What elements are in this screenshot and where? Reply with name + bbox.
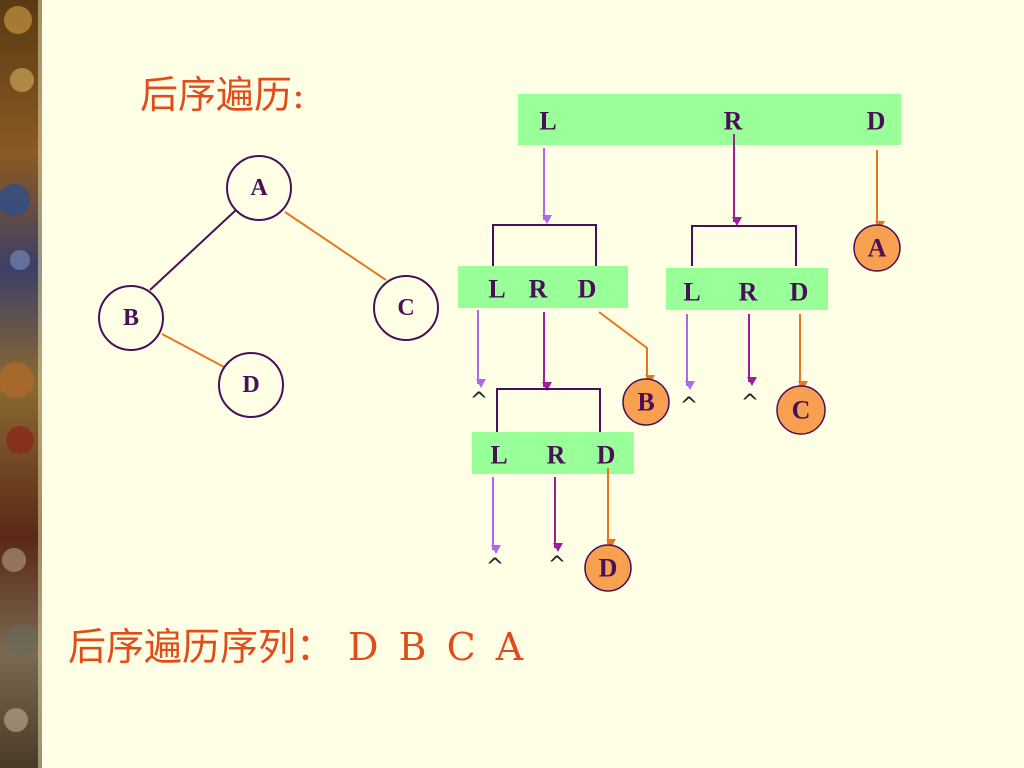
- box-d-r-label: R: [547, 441, 566, 470]
- tree-node-b: B: [98, 285, 164, 351]
- visited-a-label: A: [868, 234, 887, 263]
- slide-title: 后序遍历:: [140, 73, 305, 117]
- visited-b-label: B: [637, 388, 654, 417]
- null-d-left: ^: [486, 555, 504, 580]
- tree-node-c-label: C: [397, 295, 414, 321]
- edge-a-c: [284, 211, 387, 281]
- bracket-c: [691, 225, 797, 266]
- box-d-l-label: L: [490, 441, 507, 470]
- null-c-right: ^: [741, 391, 759, 416]
- lrd-box-c: L R D: [666, 268, 828, 310]
- box-c-d-label: D: [790, 278, 809, 307]
- tree-node-a: A: [226, 155, 292, 221]
- decorative-sidebar: [0, 0, 42, 768]
- lrd-box-root: L R D: [518, 94, 901, 145]
- visited-node-c: C: [776, 385, 826, 435]
- tree-node-d: D: [218, 352, 284, 418]
- lrd-box-b: L R D: [458, 266, 628, 308]
- tree-node-b-label: B: [123, 305, 139, 331]
- box-c-r-label: R: [739, 278, 758, 307]
- bracket-d: [496, 388, 601, 432]
- tree-node-d-label: D: [242, 372, 259, 398]
- visited-node-b: B: [622, 378, 670, 426]
- root-d-label: D: [867, 107, 886, 136]
- box-b-d-label: D: [578, 275, 597, 304]
- null-b-left: ^: [470, 389, 488, 414]
- root-l-label: L: [539, 107, 556, 136]
- visited-c-label: C: [792, 396, 811, 425]
- postorder-result: 后序遍历序列： D B C A: [68, 616, 523, 671]
- visited-node-a: A: [853, 224, 901, 272]
- bracket-b: [492, 224, 597, 266]
- box-d-d-label: D: [597, 441, 616, 470]
- result-label: 后序遍历序列：: [68, 625, 335, 669]
- null-c-left: ^: [680, 394, 698, 419]
- visited-d-label: D: [599, 554, 618, 583]
- box-c-l-label: L: [683, 278, 700, 307]
- box-b-r-label: R: [529, 275, 548, 304]
- tree-node-a-label: A: [250, 175, 268, 201]
- result-sequence: D B C A: [348, 625, 524, 669]
- visited-node-d: D: [584, 544, 632, 592]
- null-d-right: ^: [548, 553, 566, 578]
- edge-b-d: [161, 333, 227, 369]
- decorative-pattern: [0, 0, 42, 768]
- tree-node-c: C: [373, 275, 439, 341]
- binary-tree: A B C D: [98, 155, 439, 418]
- arrow-b-visit: [598, 311, 655, 384]
- root-r-label: R: [724, 107, 743, 136]
- box-b-l-label: L: [488, 275, 505, 304]
- lrd-box-d: L R D: [472, 432, 634, 474]
- edge-a-b: [149, 209, 237, 291]
